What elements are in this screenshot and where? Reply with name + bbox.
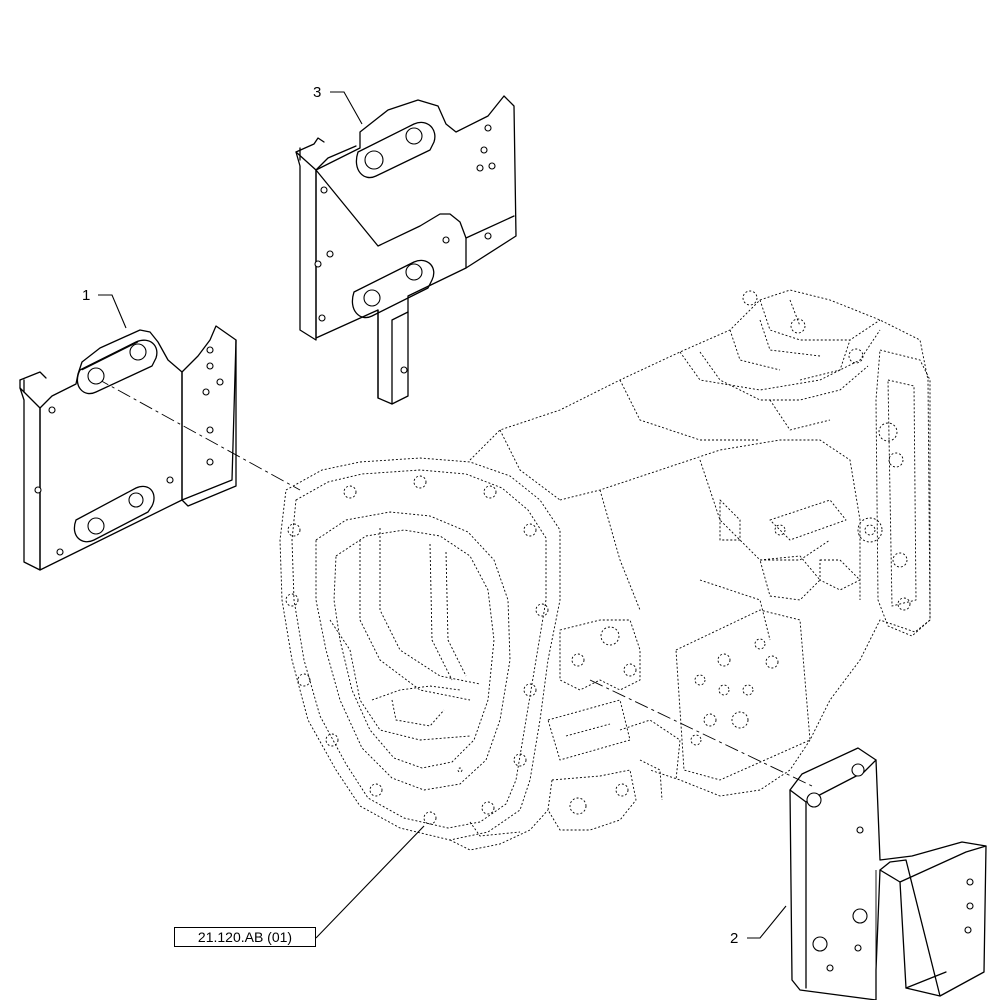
center-line-part-2	[589, 679, 813, 787]
reference-label[interactable]: 21.120.AB (01)	[174, 927, 316, 947]
bracket-plate-part-3	[295, 95, 517, 405]
center-line-part-1	[95, 377, 301, 491]
leader-part-1	[98, 294, 127, 329]
bracket-plate-part-1	[19, 325, 237, 571]
transmission-housing	[279, 289, 931, 851]
leader-reference	[315, 825, 425, 939]
leader-part-2	[747, 905, 787, 939]
bracket-plate-part-2	[789, 747, 987, 1000]
leader-part-3	[330, 91, 363, 125]
callout-3: 3	[313, 84, 321, 101]
callout-2: 2	[730, 930, 738, 947]
callout-1: 1	[82, 287, 90, 304]
